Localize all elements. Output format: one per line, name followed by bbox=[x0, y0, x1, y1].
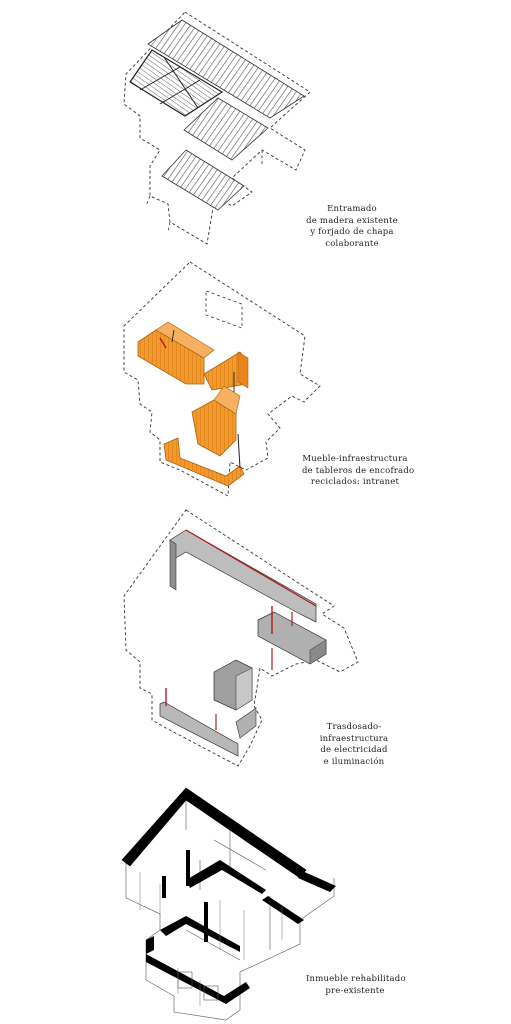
caption-rehabilitated-building: Inmueble rehabilitado pre-existente bbox=[306, 974, 406, 997]
timber-deck-west bbox=[129, 49, 224, 117]
caption-lining-infrastructure: Trasdosado- infraestructura de electrici… bbox=[312, 722, 396, 768]
layer-lining-infrastructure bbox=[123, 509, 359, 767]
timber-deck-south bbox=[161, 149, 245, 211]
caption-line: Inmueble rehabilitado bbox=[306, 974, 406, 984]
timber-outline bbox=[123, 11, 311, 245]
caption-line: colaborante bbox=[325, 238, 379, 249]
caption-line: reciclados: intranet bbox=[310, 477, 400, 487]
orange-column bbox=[237, 351, 249, 389]
building-wall-inner-2 bbox=[186, 860, 266, 894]
caption-line: y forjado de chapa bbox=[310, 227, 394, 237]
building-pillar-1 bbox=[186, 850, 190, 886]
building-wall-east bbox=[298, 870, 336, 892]
layer-rehabilitated-building bbox=[121, 787, 336, 1021]
caption-line: de madera existente bbox=[306, 215, 398, 226]
caption-line: e iluminación bbox=[323, 756, 385, 767]
layer-timber-frame bbox=[123, 11, 311, 245]
timber-deck-center bbox=[183, 97, 269, 161]
caption-line: infraestructura bbox=[319, 733, 389, 744]
building-pillar-3 bbox=[204, 902, 208, 942]
building-pillar-2 bbox=[162, 876, 166, 898]
building-wall-south bbox=[146, 936, 154, 954]
building-wall-core bbox=[262, 896, 304, 924]
caption-line: de tableros de encofrado bbox=[302, 465, 415, 476]
caption-line: Trasdosado- bbox=[326, 722, 382, 732]
lining-wall-north bbox=[169, 529, 317, 623]
lining-outline bbox=[123, 509, 359, 767]
layer-furniture-infrastructure bbox=[123, 261, 321, 497]
caption-timber-frame: Entramado de madera existente y forjado … bbox=[306, 204, 398, 250]
caption-line: pre-existente bbox=[325, 985, 385, 996]
building-wall-southwest bbox=[146, 954, 250, 1004]
building-wall-inner-1 bbox=[160, 916, 240, 952]
caption-line: Entramado bbox=[327, 204, 377, 214]
lining-wall-southeast bbox=[235, 707, 257, 739]
lining-wall-south bbox=[159, 701, 239, 757]
timber-deck-north bbox=[147, 19, 305, 119]
opening-left bbox=[205, 290, 243, 329]
caption-furniture-infrastructure: Mueble-infraestructura de tableros de en… bbox=[302, 454, 415, 489]
caption-line: de electricidad bbox=[320, 745, 388, 755]
caption-line: Mueble-infraestructura bbox=[302, 454, 408, 464]
